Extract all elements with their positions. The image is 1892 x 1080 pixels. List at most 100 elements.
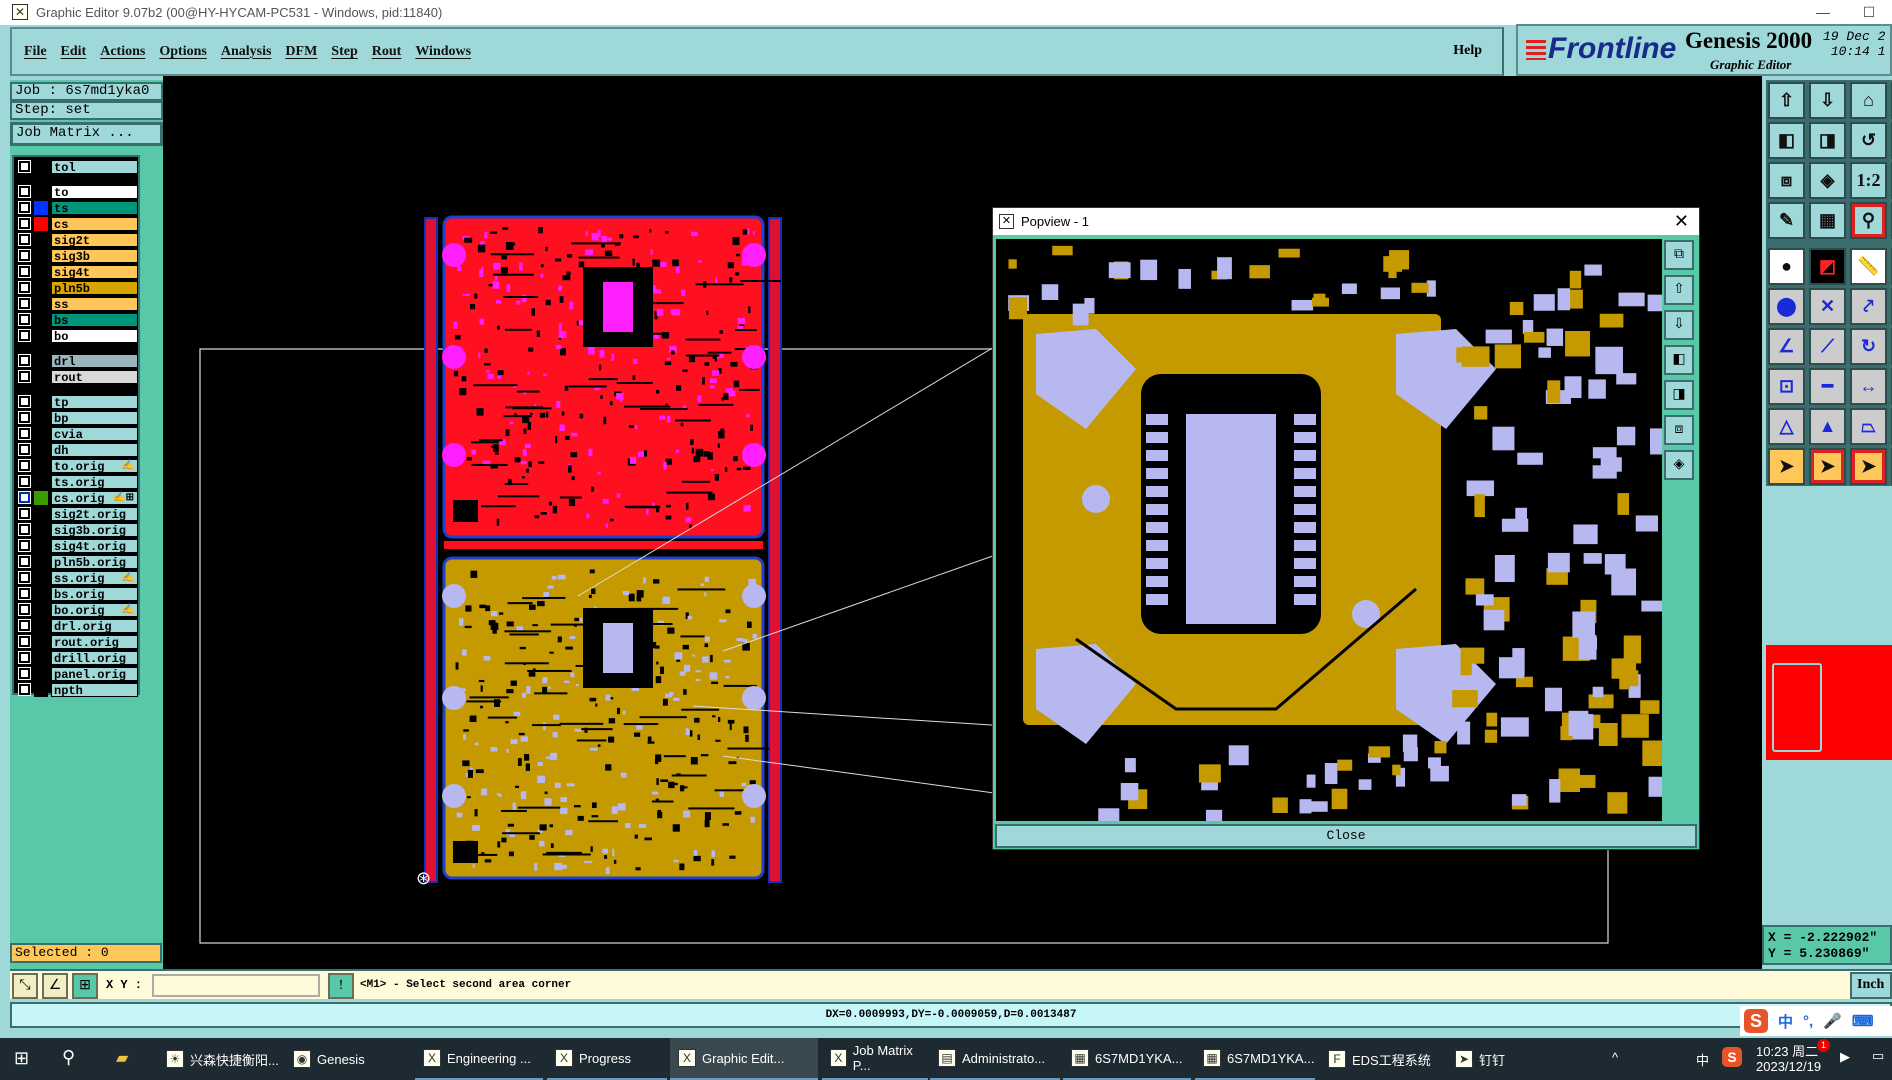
layer-color-swatch[interactable] [34, 410, 48, 425]
layer-name[interactable]: panel.orig [51, 666, 138, 682]
layer-name[interactable]: drl [51, 353, 138, 369]
execute-button[interactable]: ! [328, 973, 354, 999]
layer-name[interactable]: pln5b [51, 280, 138, 296]
layer-name[interactable]: sig3b [51, 248, 138, 264]
layer-row[interactable]: sig3b [16, 248, 138, 264]
layer-color-swatch[interactable] [34, 248, 48, 263]
layer-row[interactable]: pln5b.orig [16, 554, 138, 570]
layer-name[interactable]: cs.orig✍⊞ [51, 490, 138, 506]
taskbar-item[interactable]: ▤Administrato... [930, 1038, 1060, 1080]
trapezoid-button[interactable]: ⏢ [1850, 408, 1887, 445]
layer-row[interactable]: tol [16, 159, 138, 175]
layer-color-swatch[interactable] [34, 570, 48, 585]
layer-row[interactable]: sig4t [16, 264, 138, 280]
layer-row[interactable]: bo.orig✍ [16, 602, 138, 618]
layer-color-swatch[interactable] [34, 522, 48, 537]
menu-help[interactable]: Help [1453, 43, 1482, 58]
layer-name[interactable]: to.orig✍ [51, 458, 138, 474]
search-icon[interactable]: ⚲ [62, 1047, 76, 1067]
layer-row[interactable]: bs.orig [16, 586, 138, 602]
layer-checkbox[interactable] [18, 185, 31, 198]
layer-color-swatch[interactable] [34, 458, 48, 473]
layer-name[interactable]: dh [51, 442, 138, 458]
menu-options[interactable]: Options [159, 43, 207, 59]
layer-checkbox[interactable] [18, 571, 31, 584]
layer-name[interactable]: to [51, 184, 138, 200]
taskbar-item[interactable]: ☀兴森快捷衡阳... [158, 1038, 283, 1080]
layer-color-swatch[interactable] [34, 634, 48, 649]
layer-color-swatch[interactable] [34, 159, 48, 174]
popview-center-button[interactable]: ◈ [1664, 450, 1694, 480]
layer-row[interactable]: npth [16, 682, 138, 698]
layer-row[interactable]: ss.orig✍ [16, 570, 138, 586]
layer-color-swatch[interactable] [34, 618, 48, 633]
zoom-home-up-button[interactable]: ⇧ [1768, 82, 1805, 119]
layer-name[interactable]: sig2t.orig [51, 506, 138, 522]
layer-row[interactable]: drill.orig [16, 650, 138, 666]
layer-row[interactable]: pln5b [16, 280, 138, 296]
pan-left-button[interactable]: ◧ [1768, 122, 1805, 159]
popview-close-button[interactable]: Close [995, 824, 1697, 848]
popview-copy-button[interactable]: ⧉ [1664, 240, 1694, 270]
layer-checkbox[interactable] [18, 233, 31, 246]
xy-input[interactable] [152, 974, 320, 997]
snap-button[interactable]: ● [1768, 248, 1805, 285]
layer-checkbox[interactable] [18, 427, 31, 440]
minimize-button[interactable]: — [1816, 4, 1830, 20]
layer-checkbox[interactable] [18, 281, 31, 294]
sogou-icon[interactable]: S [1744, 1009, 1768, 1033]
layer-name[interactable]: rout [51, 369, 138, 385]
ime-tray[interactable]: 中 [1696, 1053, 1710, 1068]
layer-name[interactable]: cvia [51, 426, 138, 442]
pcb-panel-view[interactable]: ⊛ [163, 76, 1762, 969]
layer-name[interactable]: drill.orig [51, 650, 138, 666]
scale-1-2-button[interactable]: 1:2 [1850, 162, 1887, 199]
layer-color-swatch[interactable] [34, 682, 48, 697]
layer-checkbox[interactable] [18, 459, 31, 472]
menu-edit[interactable]: Edit [60, 43, 87, 59]
layer-row[interactable]: tp [16, 394, 138, 410]
layer-row[interactable]: sig2t [16, 232, 138, 248]
layer-color-swatch[interactable] [34, 296, 48, 311]
layer-checkbox[interactable] [18, 475, 31, 488]
layer-checkbox[interactable] [18, 249, 31, 262]
layer-row[interactable]: cs [16, 216, 138, 232]
maximize-button[interactable]: ☐ [1862, 4, 1876, 20]
layer-name[interactable]: bp [51, 410, 138, 426]
layer-checkbox[interactable] [18, 587, 31, 600]
zoom-down-button[interactable]: ⇩ [1809, 82, 1846, 119]
layer-checkbox[interactable] [18, 411, 31, 424]
layer-color-swatch[interactable] [34, 264, 48, 279]
layer-name[interactable]: sig4t.orig [51, 538, 138, 554]
grid-button[interactable]: ▦ [1809, 202, 1846, 239]
show-desktop-icon[interactable]: ▶ [1840, 1049, 1850, 1064]
job-matrix-button[interactable]: Job Matrix ... [10, 122, 163, 146]
layer-color-swatch[interactable] [34, 602, 48, 617]
layer-color-swatch[interactable] [34, 426, 48, 441]
triangle-tall-button[interactable]: ▲ [1809, 408, 1846, 445]
line-width-button[interactable]: ━ [1809, 368, 1846, 405]
layer-name[interactable]: bs [51, 312, 138, 328]
layer-name[interactable]: pln5b.orig [51, 554, 138, 570]
connect-pads-button[interactable]: ⬤ [1768, 288, 1805, 325]
layer-checkbox[interactable] [18, 635, 31, 648]
layer-checkbox[interactable] [18, 443, 31, 456]
menu-windows[interactable]: Windows [415, 43, 472, 59]
windows-start-icon[interactable]: ⊞ [14, 1048, 30, 1068]
layer-color-swatch[interactable] [34, 666, 48, 681]
menu-actions[interactable]: Actions [100, 43, 146, 59]
sogou-tray-icon[interactable]: S [1722, 1047, 1742, 1067]
layer-checkbox[interactable] [18, 651, 31, 664]
overview-map[interactable] [1766, 645, 1892, 760]
overview-viewport[interactable] [1772, 663, 1822, 752]
popview-fit-button[interactable]: ⧈ [1664, 415, 1694, 445]
layer-row[interactable]: ts.orig [16, 474, 138, 490]
layer-color-swatch[interactable] [34, 184, 48, 199]
taskbar-item[interactable]: ◉Genesis [285, 1038, 413, 1080]
layer-color-swatch[interactable] [34, 328, 48, 343]
pad-to-pad-button[interactable]: ⤤ [1850, 288, 1887, 325]
layer-color-swatch[interactable] [34, 280, 48, 295]
layer-color-swatch[interactable] [34, 394, 48, 409]
layer-row[interactable]: drl.orig [16, 618, 138, 634]
